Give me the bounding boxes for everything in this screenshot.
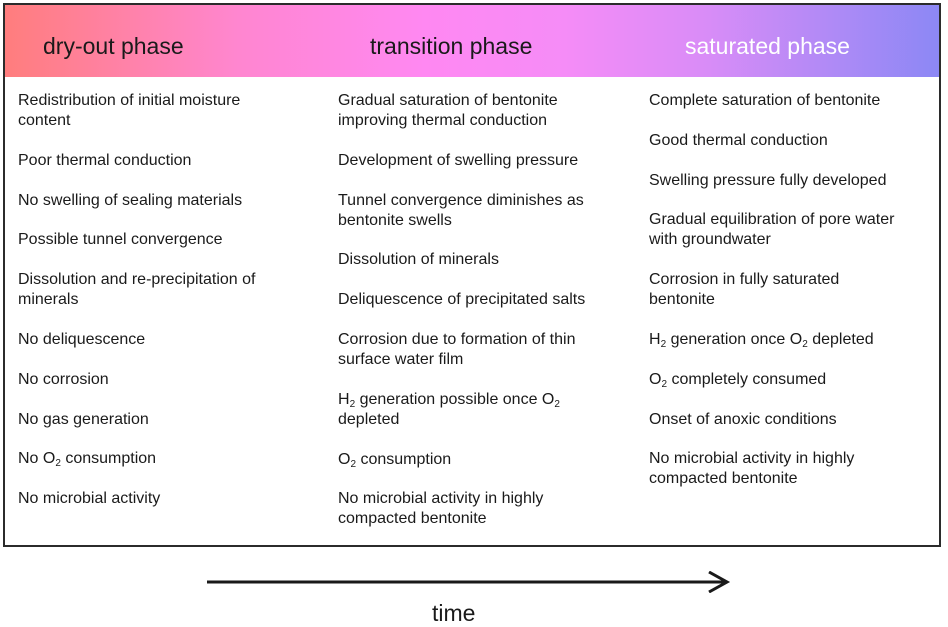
phase-item: No O2 consumption	[18, 450, 157, 470]
phase-header-gradient: dry-out phase transition phase saturated…	[5, 5, 939, 77]
phase-item: Deliquescence of precipitated salts	[338, 291, 586, 309]
phase-item: No gas generation	[18, 410, 149, 428]
time-arrow	[207, 571, 731, 593]
phase-item: Dissolution of minerals	[338, 251, 499, 269]
phase-item: Onset of anoxic conditions	[649, 410, 837, 428]
phase-item: Development of swelling pressure	[338, 151, 579, 169]
time-axis-label: time	[432, 600, 476, 626]
phase-item: Poor thermal conduction	[18, 151, 192, 169]
phase-item: Possible tunnel convergence	[18, 231, 223, 249]
subscript: 2	[349, 398, 356, 410]
phase-item: No corrosion	[18, 370, 109, 388]
subscript: 2	[554, 398, 560, 410]
phase-item: Swelling pressure fully developed	[649, 171, 887, 189]
phase-item: Good thermal conduction	[649, 131, 828, 149]
subscript: 2	[661, 378, 668, 390]
phase-title-transition: transition phase	[370, 33, 533, 59]
phase-item: No swelling of sealing materials	[18, 191, 243, 209]
phase-title-dry-out: dry-out phase	[43, 33, 184, 59]
phase-item: O2 consumption	[338, 450, 452, 470]
phase-table: dry-out phase transition phase saturated…	[3, 3, 941, 547]
phase-item: Complete saturation of bentonite	[649, 92, 881, 109]
time-arrow-head-icon	[708, 571, 731, 593]
subscript: 2	[350, 458, 357, 470]
phase-item: No microbial activity	[18, 490, 161, 508]
phase-item: No deliquescence	[18, 330, 146, 348]
phase-title-saturated: saturated phase	[685, 33, 850, 59]
subscript: 2	[55, 458, 61, 470]
phase-item: H2 generation once O2 depleted	[649, 330, 874, 350]
phase-item: O2 completely consumed	[649, 370, 827, 390]
subscript: 2	[802, 338, 808, 350]
subscript: 2	[660, 338, 667, 350]
